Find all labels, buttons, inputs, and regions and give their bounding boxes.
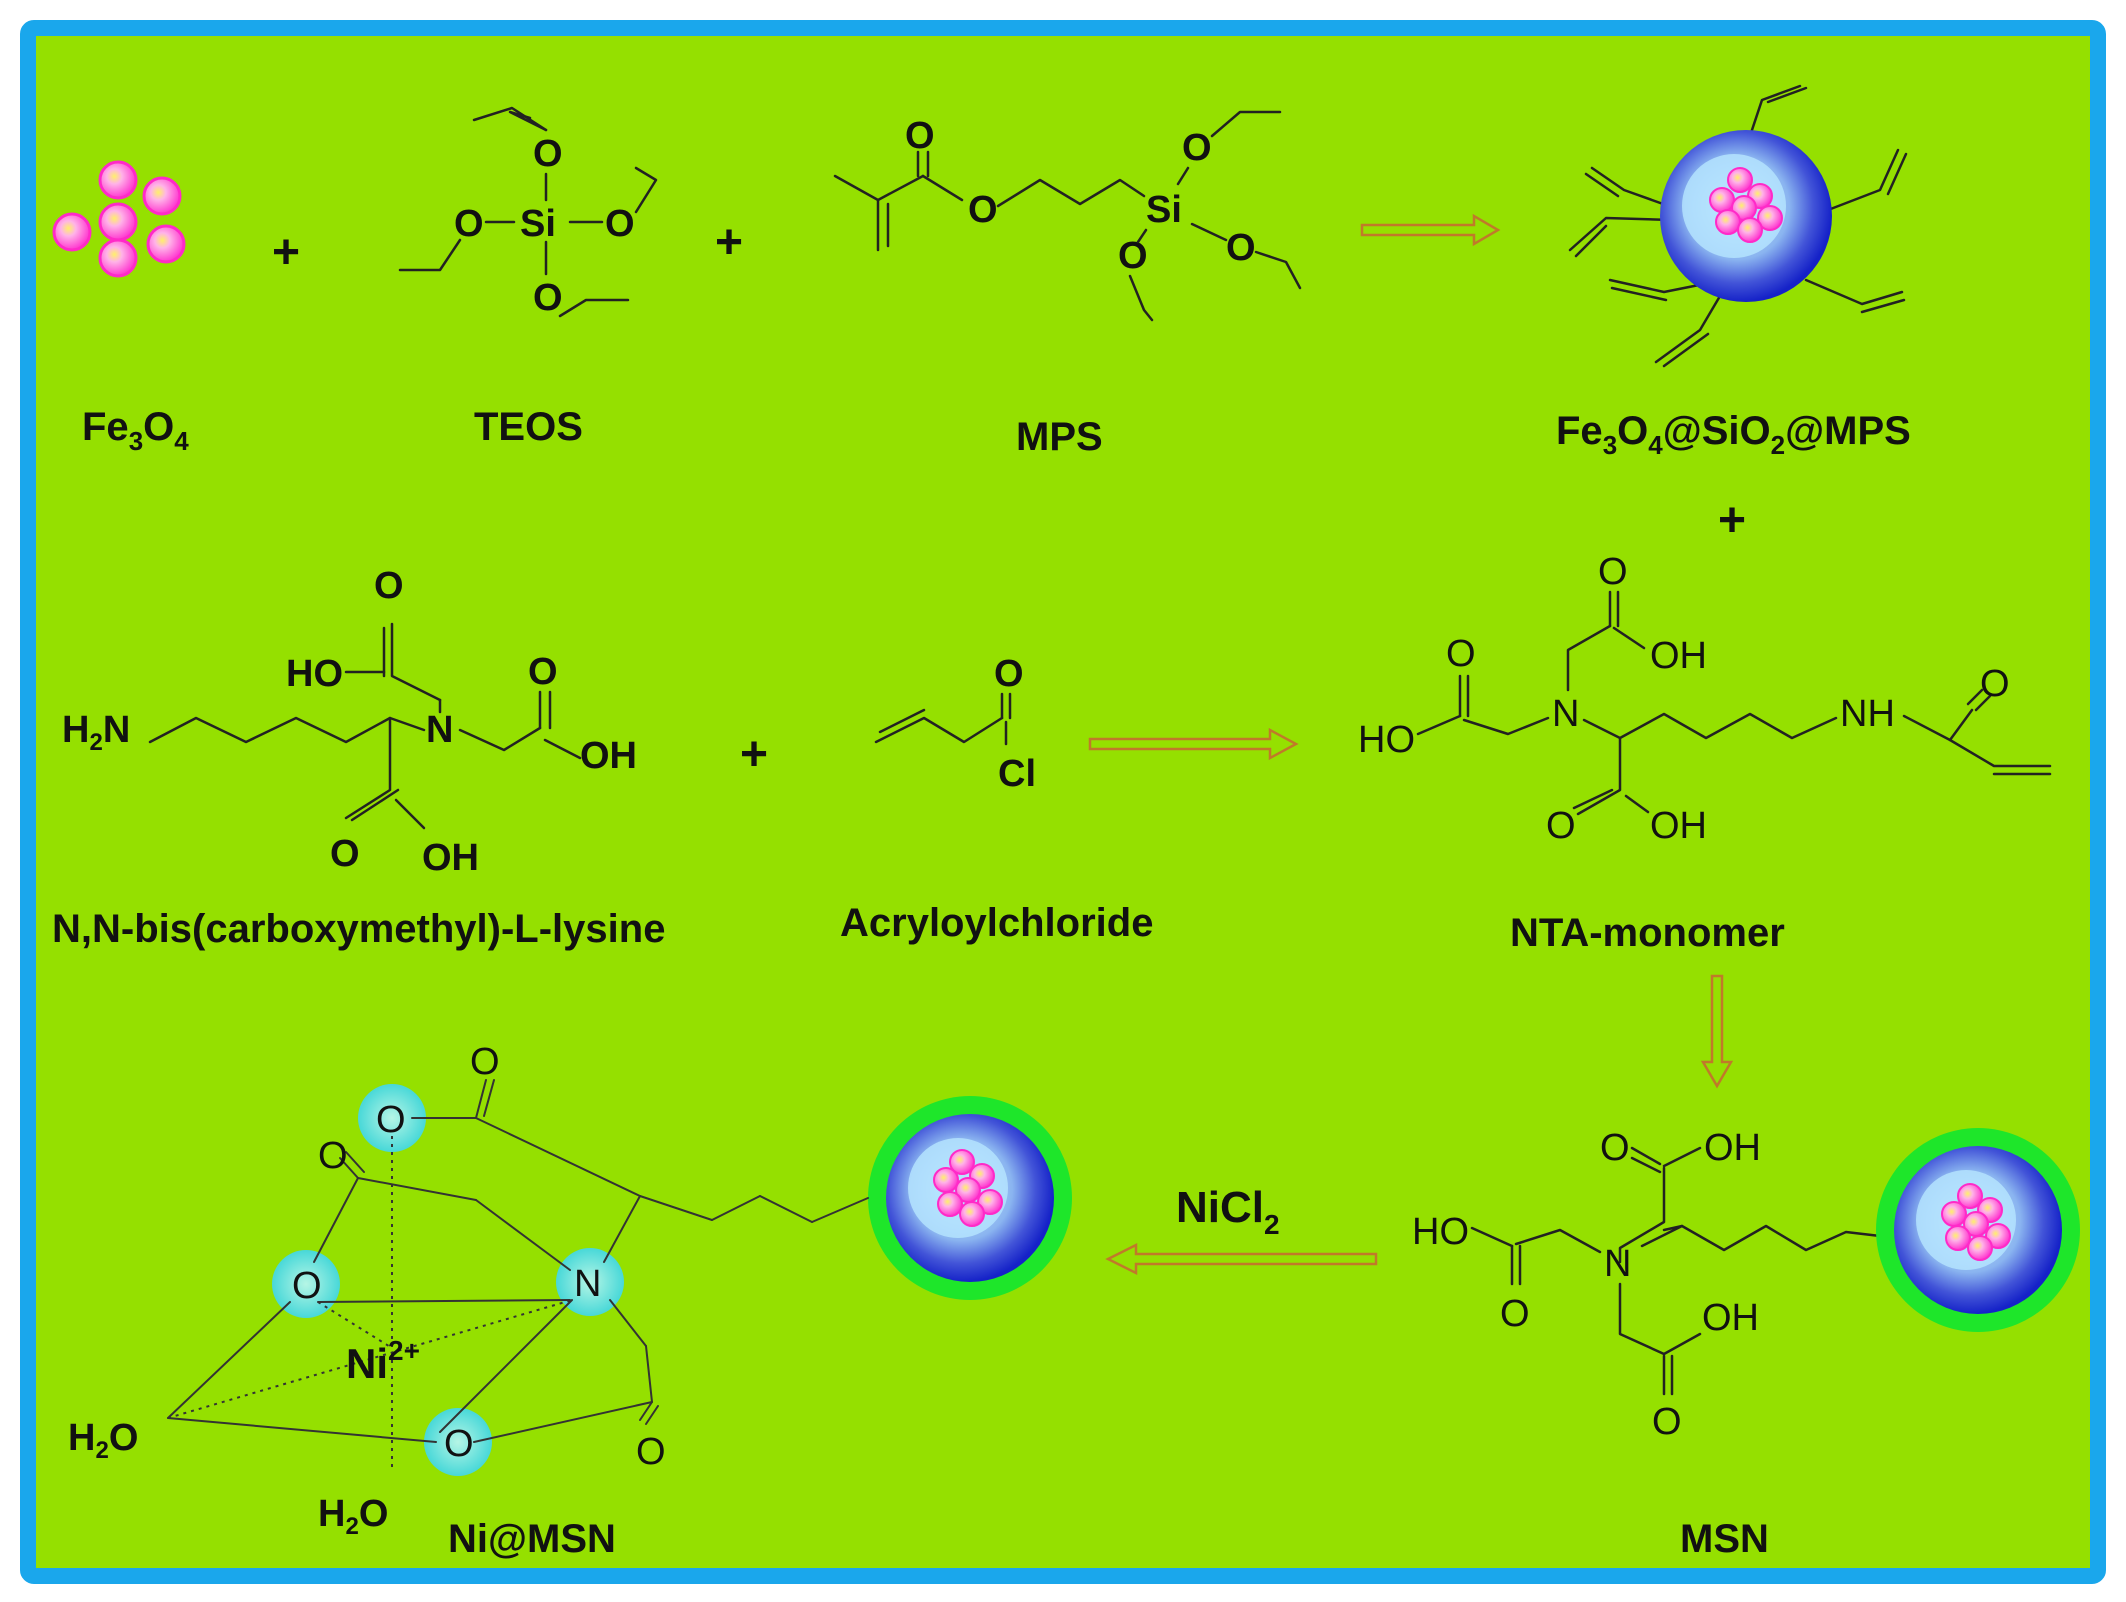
svg-text:O: O <box>1226 227 1256 269</box>
svg-text:Cl: Cl <box>998 753 1036 795</box>
label-acryloylchloride: Acryloylchloride <box>840 901 1153 945</box>
msn-structure: O OH HO O N OH O <box>1412 1127 1882 1443</box>
reaction-arrow-2 <box>1088 727 1299 761</box>
plus-3: + <box>1718 494 1746 547</box>
msn-particle <box>1876 1128 2080 1332</box>
label-ni-msn: Ni@MSN <box>448 1517 616 1561</box>
fe3o4-sio2-mps-particle <box>1568 84 1908 368</box>
svg-text:O: O <box>318 1135 348 1177</box>
svg-text:N: N <box>426 709 453 751</box>
label-nicl2: NiCl2 <box>1176 1183 1280 1240</box>
mps-structure: O O Si O O O <box>833 110 1302 322</box>
svg-text:O: O <box>1598 551 1628 593</box>
svg-text:O: O <box>1546 805 1576 847</box>
fe3o4-particles <box>52 160 186 278</box>
reaction-arrow-4 <box>1105 1242 1378 1276</box>
svg-text:O: O <box>1118 235 1148 277</box>
svg-text:NH: NH <box>1840 693 1895 735</box>
svg-text:OH: OH <box>1702 1297 1759 1339</box>
svg-text:OH: OH <box>580 735 637 777</box>
label-lysine: N,N-bis(carboxymethyl)-L-lysine <box>52 907 665 951</box>
svg-text:O: O <box>470 1041 500 1083</box>
svg-text:O: O <box>292 1265 322 1307</box>
svg-text:O: O <box>636 1431 666 1473</box>
svg-text:O: O <box>1652 1401 1682 1443</box>
svg-text:Si: Si <box>1146 189 1182 231</box>
svg-text:O: O <box>454 203 484 245</box>
svg-text:O: O <box>533 277 563 319</box>
svg-text:O: O <box>1600 1127 1630 1169</box>
label-nta-monomer: NTA-monomer <box>1510 911 1785 955</box>
svg-text:H2O: H2O <box>318 1493 388 1540</box>
svg-text:O: O <box>994 653 1024 695</box>
svg-text:O: O <box>444 1423 474 1465</box>
svg-text:OH: OH <box>1650 635 1707 677</box>
svg-text:O: O <box>905 115 935 157</box>
label-fe3o4-sio2-mps: Fe3O4@SiO2@MPS <box>1556 409 1911 460</box>
ni-msn-particle <box>868 1096 1072 1300</box>
svg-text:O: O <box>1500 1293 1530 1335</box>
svg-text:O: O <box>330 833 360 875</box>
svg-text:N: N <box>574 1263 601 1305</box>
svg-text:O: O <box>605 203 635 245</box>
label-teos: TEOS <box>474 405 583 449</box>
svg-text:O: O <box>376 1099 406 1141</box>
svg-text:O: O <box>374 565 404 607</box>
frame-border <box>20 20 2106 1584</box>
svg-text:N: N <box>1552 693 1579 735</box>
plus-2: + <box>715 216 743 269</box>
svg-text:O: O <box>1980 663 2010 705</box>
svg-text:OH: OH <box>422 837 479 879</box>
svg-text:HO: HO <box>1358 719 1415 761</box>
svg-text:H2O: H2O <box>68 1417 138 1464</box>
label-mps: MPS <box>1016 415 1103 459</box>
teos-structure: Si O O O O <box>398 106 658 319</box>
svg-text:HO: HO <box>1412 1211 1469 1253</box>
ni-chelate-structure: O O O O N O O Ni2+ H2O H2O <box>68 1041 869 1540</box>
svg-text:HO: HO <box>286 653 343 695</box>
svg-text:O: O <box>1182 127 1212 169</box>
svg-text:Ni2+: Ni2+ <box>346 1335 420 1387</box>
plus-4: + <box>740 728 768 781</box>
svg-text:OH: OH <box>1704 1127 1761 1169</box>
plus-1: + <box>272 226 300 279</box>
label-fe3o4: Fe3O4 <box>82 405 189 456</box>
svg-text:O: O <box>528 651 558 693</box>
acryloylchloride-structure: O Cl <box>874 653 1036 795</box>
nta-monomer-structure: HO O N O OH NH O O OH <box>1358 551 2052 847</box>
svg-text:N: N <box>1604 1243 1631 1285</box>
svg-text:O: O <box>1446 633 1476 675</box>
svg-text:Si: Si <box>520 203 556 245</box>
reaction-arrow-1 <box>1360 213 1501 247</box>
svg-text:OH: OH <box>1650 805 1707 847</box>
svg-text:O: O <box>533 133 563 175</box>
label-msn: MSN <box>1680 1517 1769 1561</box>
lysine-structure: H2N N O HO O OH O OH <box>62 565 637 879</box>
svg-text:O: O <box>968 189 998 231</box>
svg-text:H2N: H2N <box>62 709 130 756</box>
reaction-arrow-3 <box>1700 974 1734 1089</box>
